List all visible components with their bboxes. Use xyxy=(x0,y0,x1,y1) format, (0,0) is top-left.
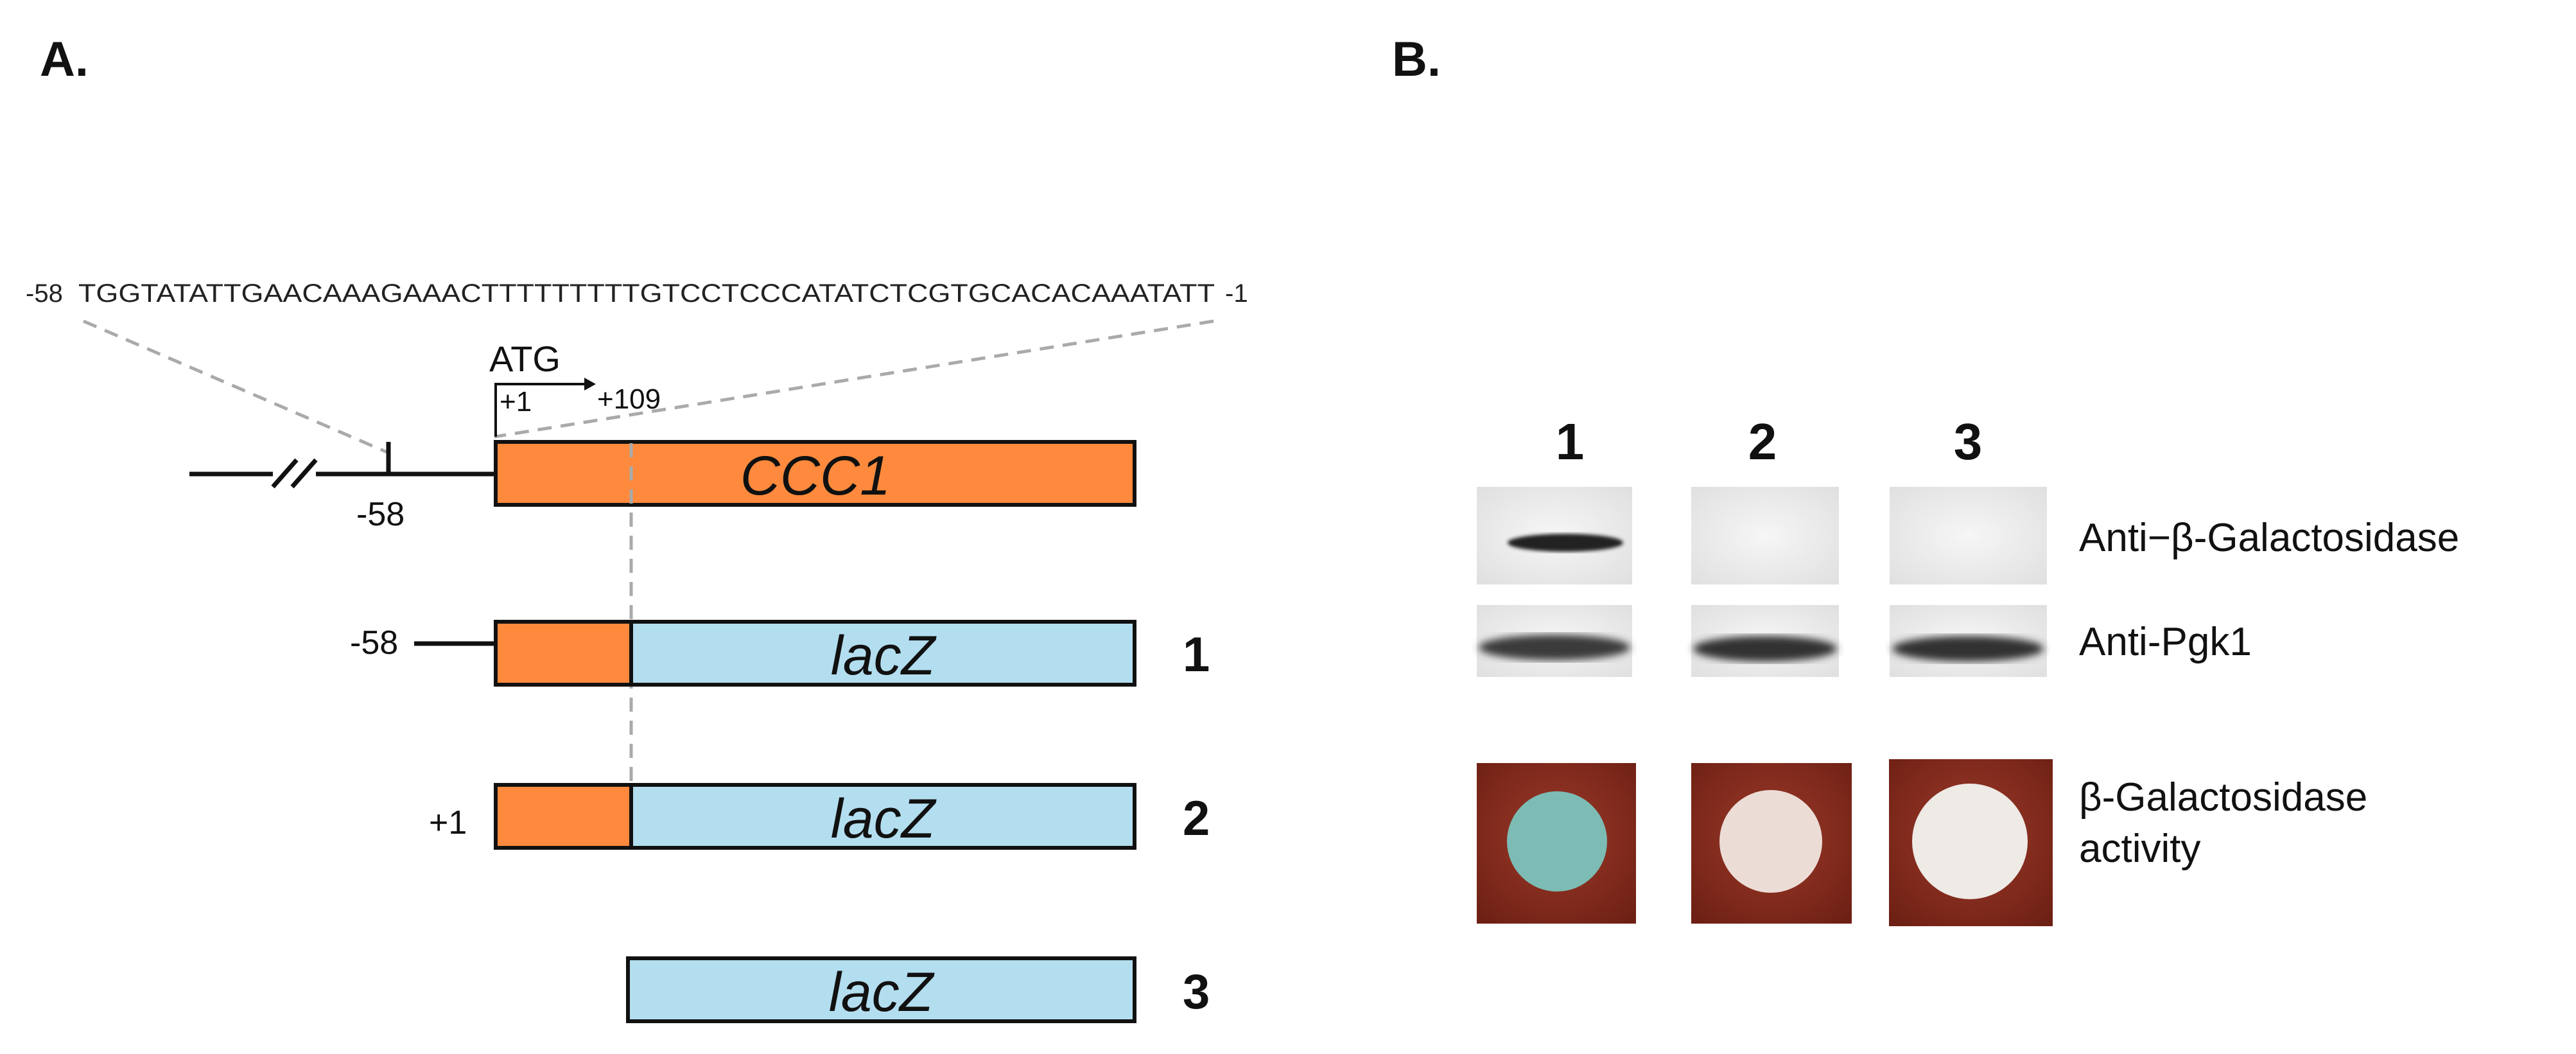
panel-b-label: B. xyxy=(1392,32,1441,87)
construct-2: +1 lacZ 2 xyxy=(429,783,1210,850)
colony-3 xyxy=(1912,784,2028,899)
sequence-start-label: -58 xyxy=(26,279,63,308)
zoom-line-right xyxy=(494,319,1214,439)
ccc1-gene-box xyxy=(494,440,1136,507)
pgk1-band-lane-1 xyxy=(1479,635,1630,660)
break-mark-1 xyxy=(271,458,299,489)
beta-gal-activity-label-line1: β-Galactosidase xyxy=(2079,775,2367,820)
transcription-arrow xyxy=(494,383,584,437)
construct-2-lacz-part xyxy=(629,783,1136,850)
construct-1-promoter-label: -58 xyxy=(350,624,398,662)
pgk1-band-lane-3 xyxy=(1892,636,2044,662)
construct-1-gene-label: lacZ xyxy=(831,625,937,687)
lane-2-number: 2 xyxy=(1748,413,1777,470)
plus1-label: +1 xyxy=(500,386,532,417)
lane-3-number: 3 xyxy=(1954,413,1983,470)
minus58-label: -58 xyxy=(356,496,405,533)
atg-label: ATG xyxy=(489,338,561,379)
arrow-head xyxy=(584,378,596,391)
panel-a-label: A. xyxy=(40,32,89,87)
break-mark-2 xyxy=(290,458,318,489)
blot-row-anti-pgk1: Anti-Pgk1 xyxy=(1477,605,2252,677)
construct-2-number: 2 xyxy=(1183,791,1210,846)
construct-3: lacZ 3 xyxy=(626,956,1210,1023)
colony-2 xyxy=(1719,790,1822,893)
construct-3-lacz-box xyxy=(626,956,1136,1023)
zoom-line-left xyxy=(83,319,389,455)
construct-3-number: 3 xyxy=(1183,965,1210,1019)
construct-3-gene-label: lacZ xyxy=(829,962,935,1023)
plus109-label: +109 xyxy=(597,383,661,415)
ccc1-gene-label: CCC1 xyxy=(740,445,891,507)
construct-1-ccc1-part xyxy=(494,620,633,687)
pgk1-band-lane-2 xyxy=(1693,636,1837,662)
blot-lane-3 xyxy=(1890,487,2047,584)
construct-1-lacz-part xyxy=(629,620,1136,687)
panel-b: B. 1 2 3 Anti−β-Galactosidase Anti-Pgk1 xyxy=(1392,32,2459,926)
blot-lane-2 xyxy=(1691,487,1839,584)
colony-1-blue xyxy=(1507,791,1607,892)
sequence-end-label: -1 xyxy=(1225,279,1248,308)
construct-2-gene-label: lacZ xyxy=(831,788,937,850)
promoter-sequence: TGGTATATTGAACAAAGAAACTTTTTTTTTGTCCTCCCAT… xyxy=(78,279,1215,308)
anti-pgk1-label: Anti-Pgk1 xyxy=(2079,620,2252,664)
construct-1: -58 lacZ 1 xyxy=(350,620,1210,687)
construct-2-promoter-label: +1 xyxy=(429,804,467,841)
beta-gal-activity-label-line2: activity xyxy=(2079,827,2200,871)
construct-1-number: 1 xyxy=(1183,628,1210,682)
construct-2-ccc1-part xyxy=(494,783,633,850)
plate-row: β-Galactosidase activity xyxy=(1477,759,2367,926)
lane-1-number: 1 xyxy=(1556,413,1585,470)
blot-row-anti-beta-gal: Anti−β-Galactosidase xyxy=(1477,487,2459,584)
anti-beta-gal-label: Anti−β-Galactosidase xyxy=(2079,516,2459,560)
beta-gal-band-lane-1 xyxy=(1508,534,1623,552)
panel-a: A. -58 TGGTATATTGAACAAAGAAACTTTTTTTTTGTC… xyxy=(26,32,1248,1023)
